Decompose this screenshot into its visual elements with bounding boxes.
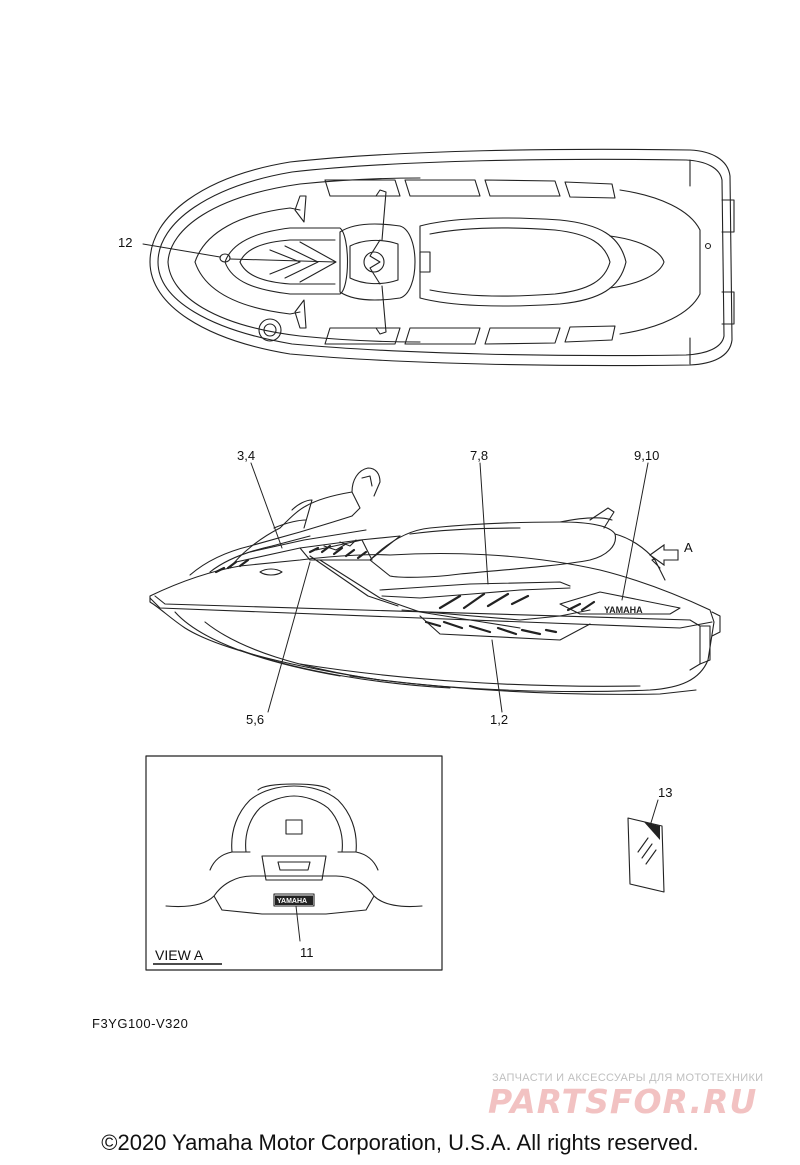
callout-1-2: 1,2 xyxy=(490,712,508,727)
callout-3-4: 3,4 xyxy=(237,448,255,463)
view-a-rear-watercraft xyxy=(165,783,423,915)
view-a-label: VIEW A xyxy=(155,947,204,963)
rear-emblem-text: YAMAHA xyxy=(277,898,307,905)
top-view-watercraft xyxy=(149,148,735,367)
watermark-logo: PARTSFOR.RU xyxy=(488,1082,758,1121)
diagram-code: F3YG100-V320 xyxy=(92,1016,189,1031)
view-a-arrow xyxy=(649,543,679,567)
watermark-caption: ЗАПЧАСТИ И АКСЕССУАРЫ ДЛЯ МОТОТЕХНИКИ xyxy=(492,1072,764,1084)
leader-lines xyxy=(142,243,659,942)
callout-9-10: 9,10 xyxy=(634,448,659,463)
callout-a: A xyxy=(684,540,693,555)
callout-5-6: 5,6 xyxy=(246,712,264,727)
callout-13: 13 xyxy=(658,785,672,800)
label-card-13 xyxy=(627,817,665,893)
callout-11: 11 xyxy=(300,945,314,960)
yamaha-decal-text: YAMAHA xyxy=(604,605,643,615)
copyright-notice: ©2020 Yamaha Motor Corporation, U.S.A. A… xyxy=(101,1130,699,1155)
callout-7-8: 7,8 xyxy=(470,448,488,463)
callout-12: 12 xyxy=(118,235,132,250)
decal-stripes xyxy=(214,544,596,636)
view-a-frame xyxy=(145,755,443,971)
side-view-watercraft xyxy=(149,467,721,695)
